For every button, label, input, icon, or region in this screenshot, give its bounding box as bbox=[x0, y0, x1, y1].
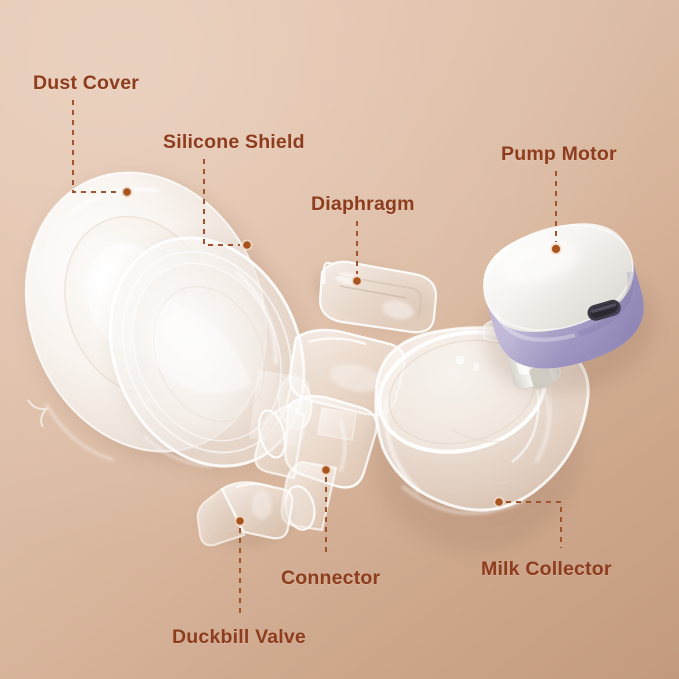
leader-dust-cover bbox=[72, 100, 120, 193]
label-silicone-shield: Silicone Shield bbox=[163, 131, 305, 153]
dot-milk-collector bbox=[493, 496, 505, 508]
dot-pump-motor bbox=[550, 243, 562, 255]
leader-milk-collector bbox=[506, 501, 562, 548]
label-milk-collector: Milk Collector bbox=[481, 558, 612, 580]
label-connector: Connector bbox=[281, 567, 381, 589]
label-diaphragm: Diaphragm bbox=[311, 193, 415, 215]
part-diaphragm bbox=[313, 260, 438, 334]
dot-diaphragm bbox=[351, 275, 363, 287]
part-pump-motor bbox=[483, 223, 655, 395]
leader-silicone-shield bbox=[203, 159, 240, 246]
label-pump-motor: Pump Motor bbox=[501, 143, 617, 165]
leader-dots bbox=[121, 186, 562, 527]
label-duckbill-valve: Duckbill Valve bbox=[172, 626, 306, 648]
dot-dust-cover bbox=[121, 186, 133, 198]
dot-connector bbox=[320, 464, 332, 476]
dot-duckbill-valve bbox=[234, 515, 246, 527]
label-dust-cover: Dust Cover bbox=[33, 72, 140, 94]
dot-silicone-shield bbox=[241, 239, 253, 251]
